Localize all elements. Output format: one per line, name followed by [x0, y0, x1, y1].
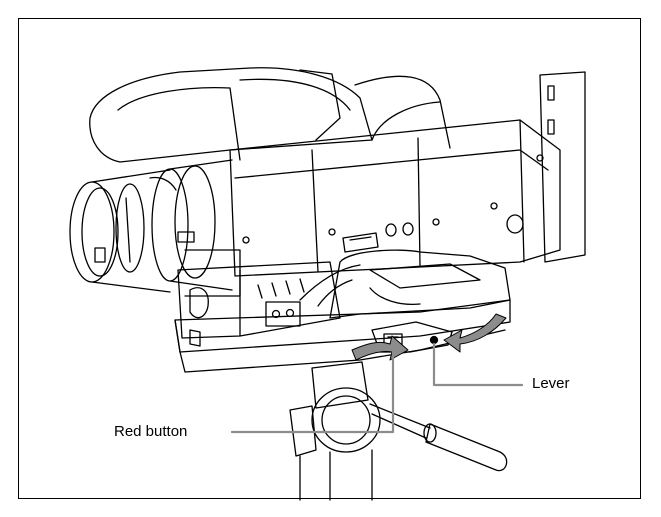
side-switch-panel [177, 261, 341, 339]
lens-assembly [69, 159, 241, 297]
red-button-callout-line [230, 348, 395, 434]
callout-lines [230, 342, 524, 434]
lever-label: Lever [532, 375, 570, 392]
camera-body [229, 71, 586, 277]
lever-callout-line [432, 342, 524, 387]
figure-frame [18, 18, 641, 499]
tripod-adaptor [174, 249, 511, 373]
red-button-label: Red button [114, 423, 188, 440]
camera-top-housing [89, 67, 451, 163]
tripod-head [289, 361, 508, 501]
